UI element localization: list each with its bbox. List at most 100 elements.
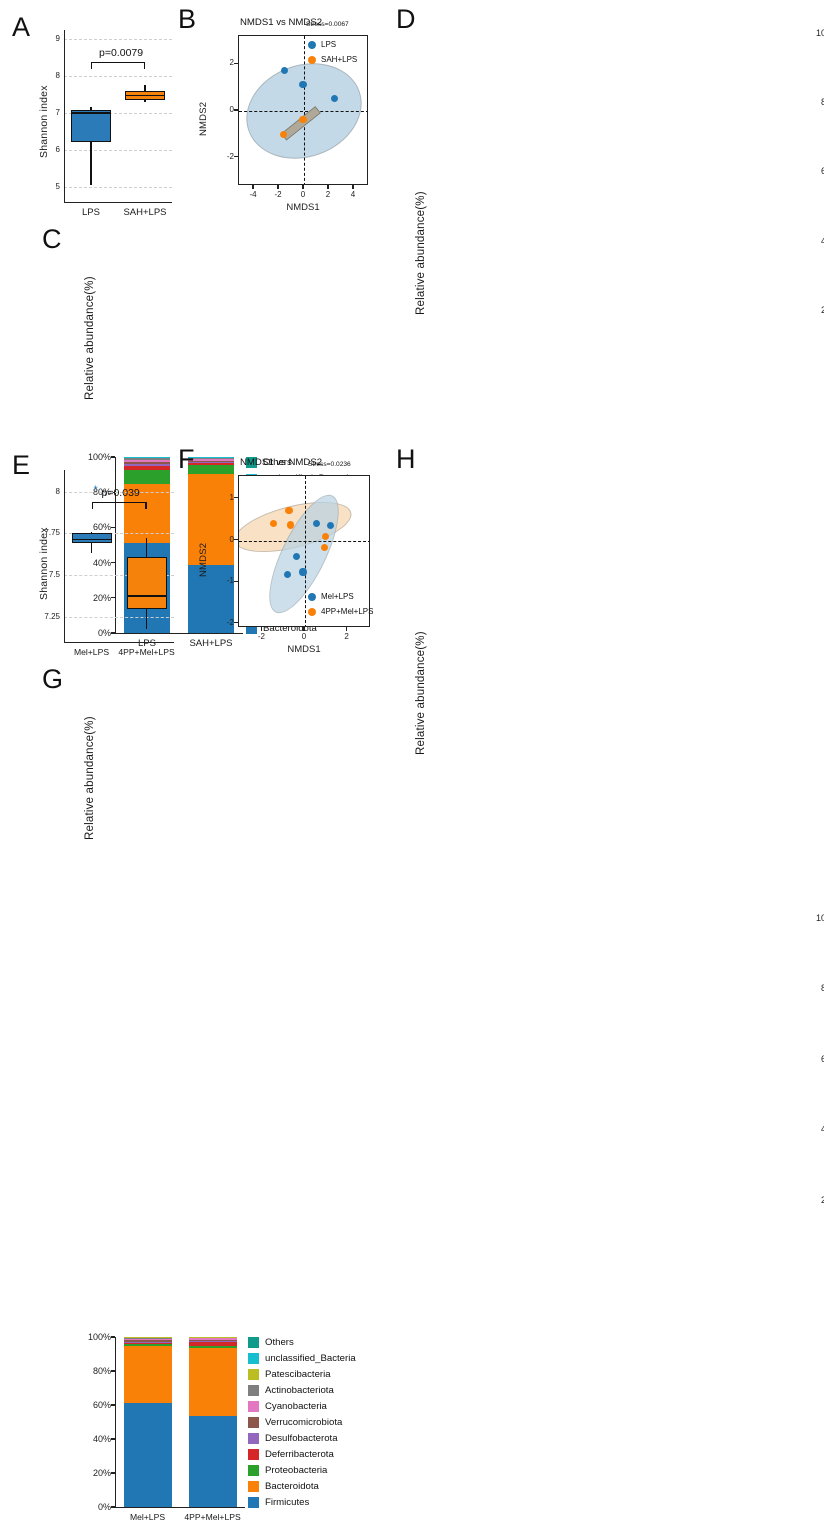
gridline-y (64, 150, 172, 151)
legend-item-bacteroidota: Bacteroidota (248, 1481, 319, 1492)
y-tick-label: 60% (81, 1400, 111, 1410)
y-tick-label: 0% (809, 1265, 824, 1275)
gridline-y (64, 76, 172, 77)
p-value-label: p=0.039 (102, 487, 140, 499)
bracket-left-tick (91, 62, 92, 69)
legend-swatch (248, 1481, 259, 1492)
legend-swatch (248, 1353, 259, 1364)
nmds-stress-label: Stress=0.0236 (308, 461, 351, 468)
box (127, 557, 167, 610)
y-tick-label: 2 (214, 58, 234, 67)
legend-label: Verrucomicrobiota (265, 1418, 342, 1428)
significance-bracket (92, 502, 147, 511)
y-tick-label: 0% (809, 374, 824, 384)
y-tick-label: 8 (34, 487, 60, 496)
data-point-Mel-LPS-4 (284, 571, 291, 578)
legend-swatch (248, 1417, 259, 1428)
axis-title-y-d: Relative abundance(%) (415, 165, 427, 315)
x-tick-label: -2 (266, 190, 290, 199)
legend-label: SAH+LPS (321, 55, 357, 64)
y-tickmark (234, 539, 238, 540)
panel-c-phylum-stackbar: 0%20%40%60%80%100%LPSSAH+LPSOthersunclas… (0, 225, 390, 440)
data-point-LPS-0 (281, 67, 288, 74)
y-tick-label: 100% (809, 28, 824, 38)
y-tick-label: 80% (81, 1366, 111, 1376)
y-tick-label: 20% (809, 1195, 824, 1205)
bar-segment (124, 1346, 172, 1403)
x-tick-label: 0 (292, 632, 316, 641)
data-point-Mel-LPS-2 (293, 553, 300, 560)
plot-frame (238, 475, 370, 627)
y-axis-title: NMDS2 (198, 525, 209, 577)
legend-label: 4PP+Mel+LPS (321, 607, 373, 616)
gridline-y (64, 617, 174, 618)
x-axis-line (115, 1507, 245, 1508)
legend-item-desulfobacterota: Desulfobacterota (248, 1433, 338, 1444)
bracket-left-tick (92, 502, 93, 509)
legend-item-patescibacteria: Patescibacteria (248, 1369, 331, 1380)
data-point-SAH-LPS-0 (299, 116, 306, 123)
legend-item-deferribacterota: Deferribacterota (248, 1449, 334, 1460)
y-tickmark (111, 1370, 115, 1371)
legend-swatch (308, 56, 316, 64)
zero-line-horizontal (239, 541, 370, 542)
y-tick-label: 0 (214, 535, 234, 544)
legend-swatch (248, 1385, 259, 1396)
y-axis-line (64, 30, 65, 202)
legend-swatch (308, 41, 316, 49)
bracket-top (92, 502, 147, 503)
panel-h-genus-stackbar: 0%20%40%60%80%100%Mel+LPS4PP+Mel+LPSOthe… (390, 440, 824, 873)
legend-swatch (308, 593, 316, 601)
data-point-4PP-Mel-LPS-3 (322, 533, 329, 540)
data-point-Mel-LPS-3 (299, 568, 306, 575)
y-tick-label: -1 (214, 576, 234, 585)
gridline-y (64, 39, 172, 40)
x-axis-title: NMDS1 (274, 644, 334, 655)
significance-bracket (91, 62, 145, 71)
y-tickmark (234, 581, 238, 582)
y-tick-label: 0 (214, 105, 234, 114)
x-tick-label: 4PP+Mel+LPS (97, 647, 197, 657)
y-tick-label: 40% (81, 1434, 111, 1444)
y-tick-label: 100% (81, 1332, 111, 1342)
y-tick-label: 60% (809, 166, 824, 176)
data-point-LPS-1 (299, 81, 306, 88)
bracket-right-tick (145, 502, 146, 509)
y-tick-label: -2 (214, 152, 234, 161)
y-tickmark (234, 63, 238, 64)
x-tickmark (346, 627, 347, 631)
x-tick-label: 4 (341, 190, 365, 199)
legend-label: Proteobacteria (265, 1466, 327, 1476)
legend-label: Cyanobacteria (265, 1402, 327, 1412)
legend-item-actinobacteriota: Actinobacteriota (248, 1385, 334, 1396)
y-tick-label: 60% (809, 1054, 824, 1064)
y-tick-label: 5 (34, 182, 60, 191)
y-axis-line (64, 470, 65, 642)
bracket-right-tick (144, 62, 145, 69)
y-tick-label: 0% (81, 1502, 111, 1512)
legend-item-LPS: LPS (308, 40, 336, 49)
y-tick-label: 9 (34, 34, 60, 43)
zero-line-vertical (305, 476, 306, 627)
legend-label: unclassified_Bacteria (265, 1354, 356, 1364)
x-axis-line (64, 202, 172, 203)
legend-swatch (248, 1433, 259, 1444)
bar-segment (189, 1416, 237, 1507)
bracket-top (91, 62, 145, 63)
axis-title-y-g: Relative abundance(%) (84, 690, 96, 840)
y-tick-label: 20% (809, 305, 824, 315)
y-tick-label: 40% (809, 236, 824, 246)
legend-swatch (248, 1465, 259, 1476)
y-tickmark (111, 1336, 115, 1337)
legend-item-SAH-LPS: SAH+LPS (308, 55, 357, 64)
x-tickmark (327, 185, 328, 189)
y-tick-label: 20% (81, 1468, 111, 1478)
axis-title-y-h: Relative abundance(%) (415, 605, 427, 755)
legend-label: Others (265, 1338, 294, 1348)
y-tick-label: 1 (214, 493, 234, 502)
legend-item-verrucomicrobiota: Verrucomicrobiota (248, 1417, 342, 1428)
panel-d-genus-stackbar: 0%20%40%60%80%100%LPSSAH+LPSOthersErysip… (390, 0, 824, 440)
x-tick-label: 2 (316, 190, 340, 199)
